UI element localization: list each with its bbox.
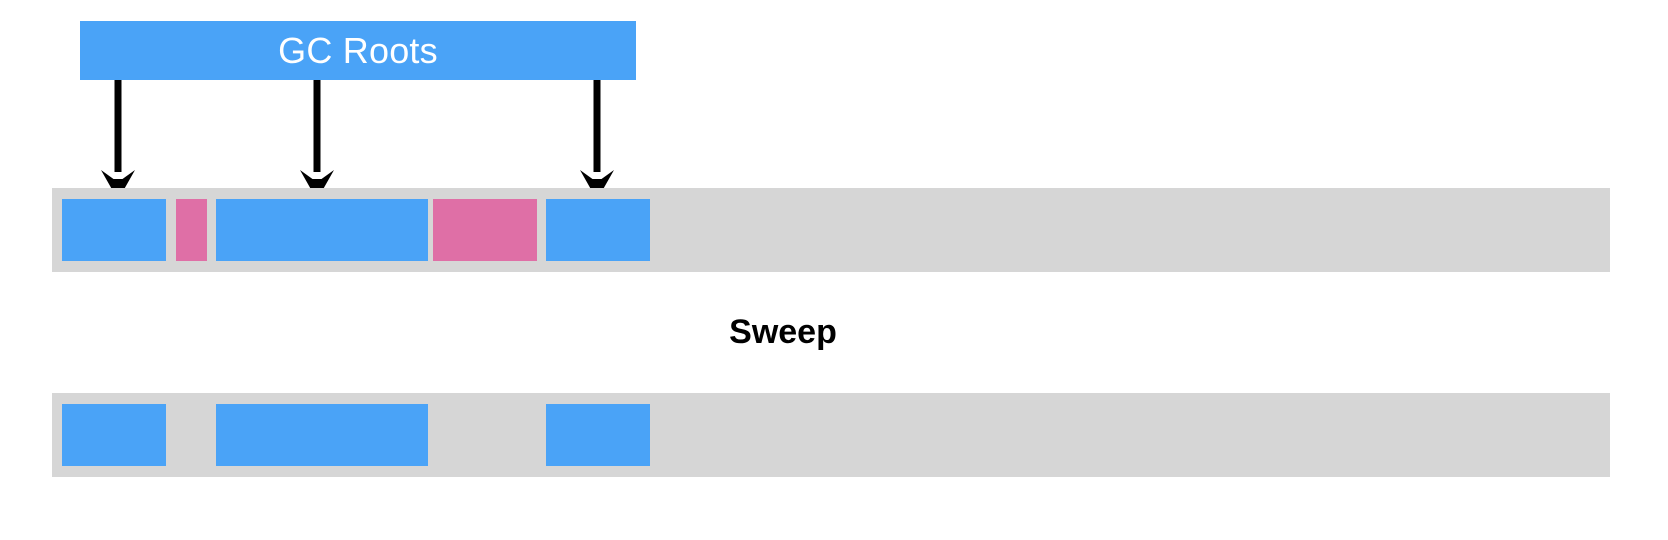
gc-roots-label: GC Roots [278,29,438,71]
heap-object-block-5-live [546,404,650,466]
heap-object-block-3-live [216,404,428,466]
heap-object-block-2-garbage [176,199,207,261]
heap-object-block-1-live [62,404,166,466]
root-ref-3-shaft [593,80,601,172]
root-ref-1-shaft [114,80,122,172]
root-ref-2-shaft [313,80,321,172]
heap-object-block-4-garbage [433,199,537,261]
gc-roots-box: GC Roots [80,21,636,80]
heap-object-block-1-live [62,199,166,261]
root-ref-3-arrow [580,80,614,200]
root-ref-1-head [101,170,135,200]
heap-object-block-3-live [216,199,428,261]
root-ref-2-arrow [300,80,334,200]
heap-object-block-5-live [546,199,650,261]
root-ref-2-head [300,170,334,200]
arrow-group [101,80,614,200]
root-ref-3-head [580,170,614,200]
stage-label-sweep: Sweep [729,313,837,351]
root-ref-1-arrow [101,80,135,200]
